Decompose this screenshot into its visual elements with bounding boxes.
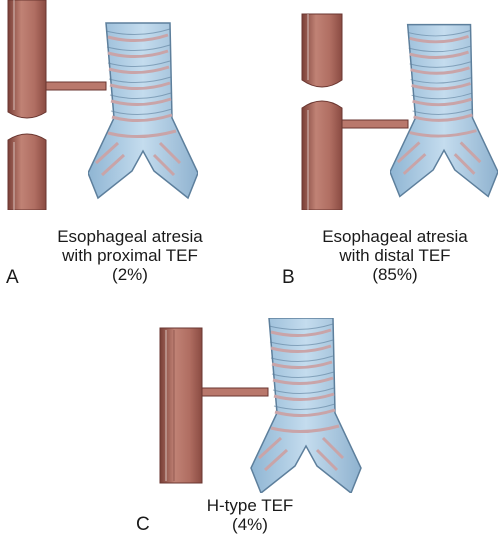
esophagus [159, 327, 203, 484]
caption-b-line-3: (85%) [372, 265, 418, 284]
panel-c-letter: C [136, 514, 150, 535]
h-type-tef-illustration [159, 318, 362, 493]
caption-c: H-type TEF (4%) [170, 496, 330, 534]
trachea [88, 21, 198, 200]
panel-c-diagram: H-type TEF (4%) C [136, 318, 370, 541]
panel-a-letter: A [6, 267, 19, 288]
lower-esophageal-segment [301, 100, 343, 210]
caption-b: Esophageal atresia with distal TEF (85%) [290, 227, 500, 284]
caption-a-line-2: with proximal TEF [62, 246, 198, 265]
trachea [390, 23, 498, 198]
proximal-tef-illustration [7, 0, 198, 210]
caption-b-line-2: with distal TEF [339, 246, 451, 265]
panel-b-diagram: Esophageal atresia with distal TEF (85%)… [282, 0, 500, 290]
fistula-connection [45, 81, 107, 91]
lower-esophageal-segment [7, 133, 47, 210]
panel-b-letter: B [282, 267, 295, 288]
distal-tef-illustration [301, 13, 498, 210]
upper-esophageal-pouch [301, 13, 343, 88]
caption-a-line-1: Esophageal atresia [57, 227, 203, 246]
fistula-connection [201, 387, 269, 397]
caption-a: Esophageal atresia with proximal TEF (2%… [30, 227, 230, 284]
upper-esophageal-pouch [7, 0, 47, 119]
caption-c-line-1: H-type TEF [206, 496, 294, 515]
caption-a-line-3: (2%) [112, 265, 148, 284]
panel-a-diagram: Esophageal atresia with proximal TEF (2%… [0, 0, 250, 290]
fistula-connection [341, 119, 409, 129]
trachea [250, 318, 362, 493]
caption-b-line-1: Esophageal atresia [322, 227, 468, 246]
caption-c-line-2: (4%) [232, 515, 268, 534]
